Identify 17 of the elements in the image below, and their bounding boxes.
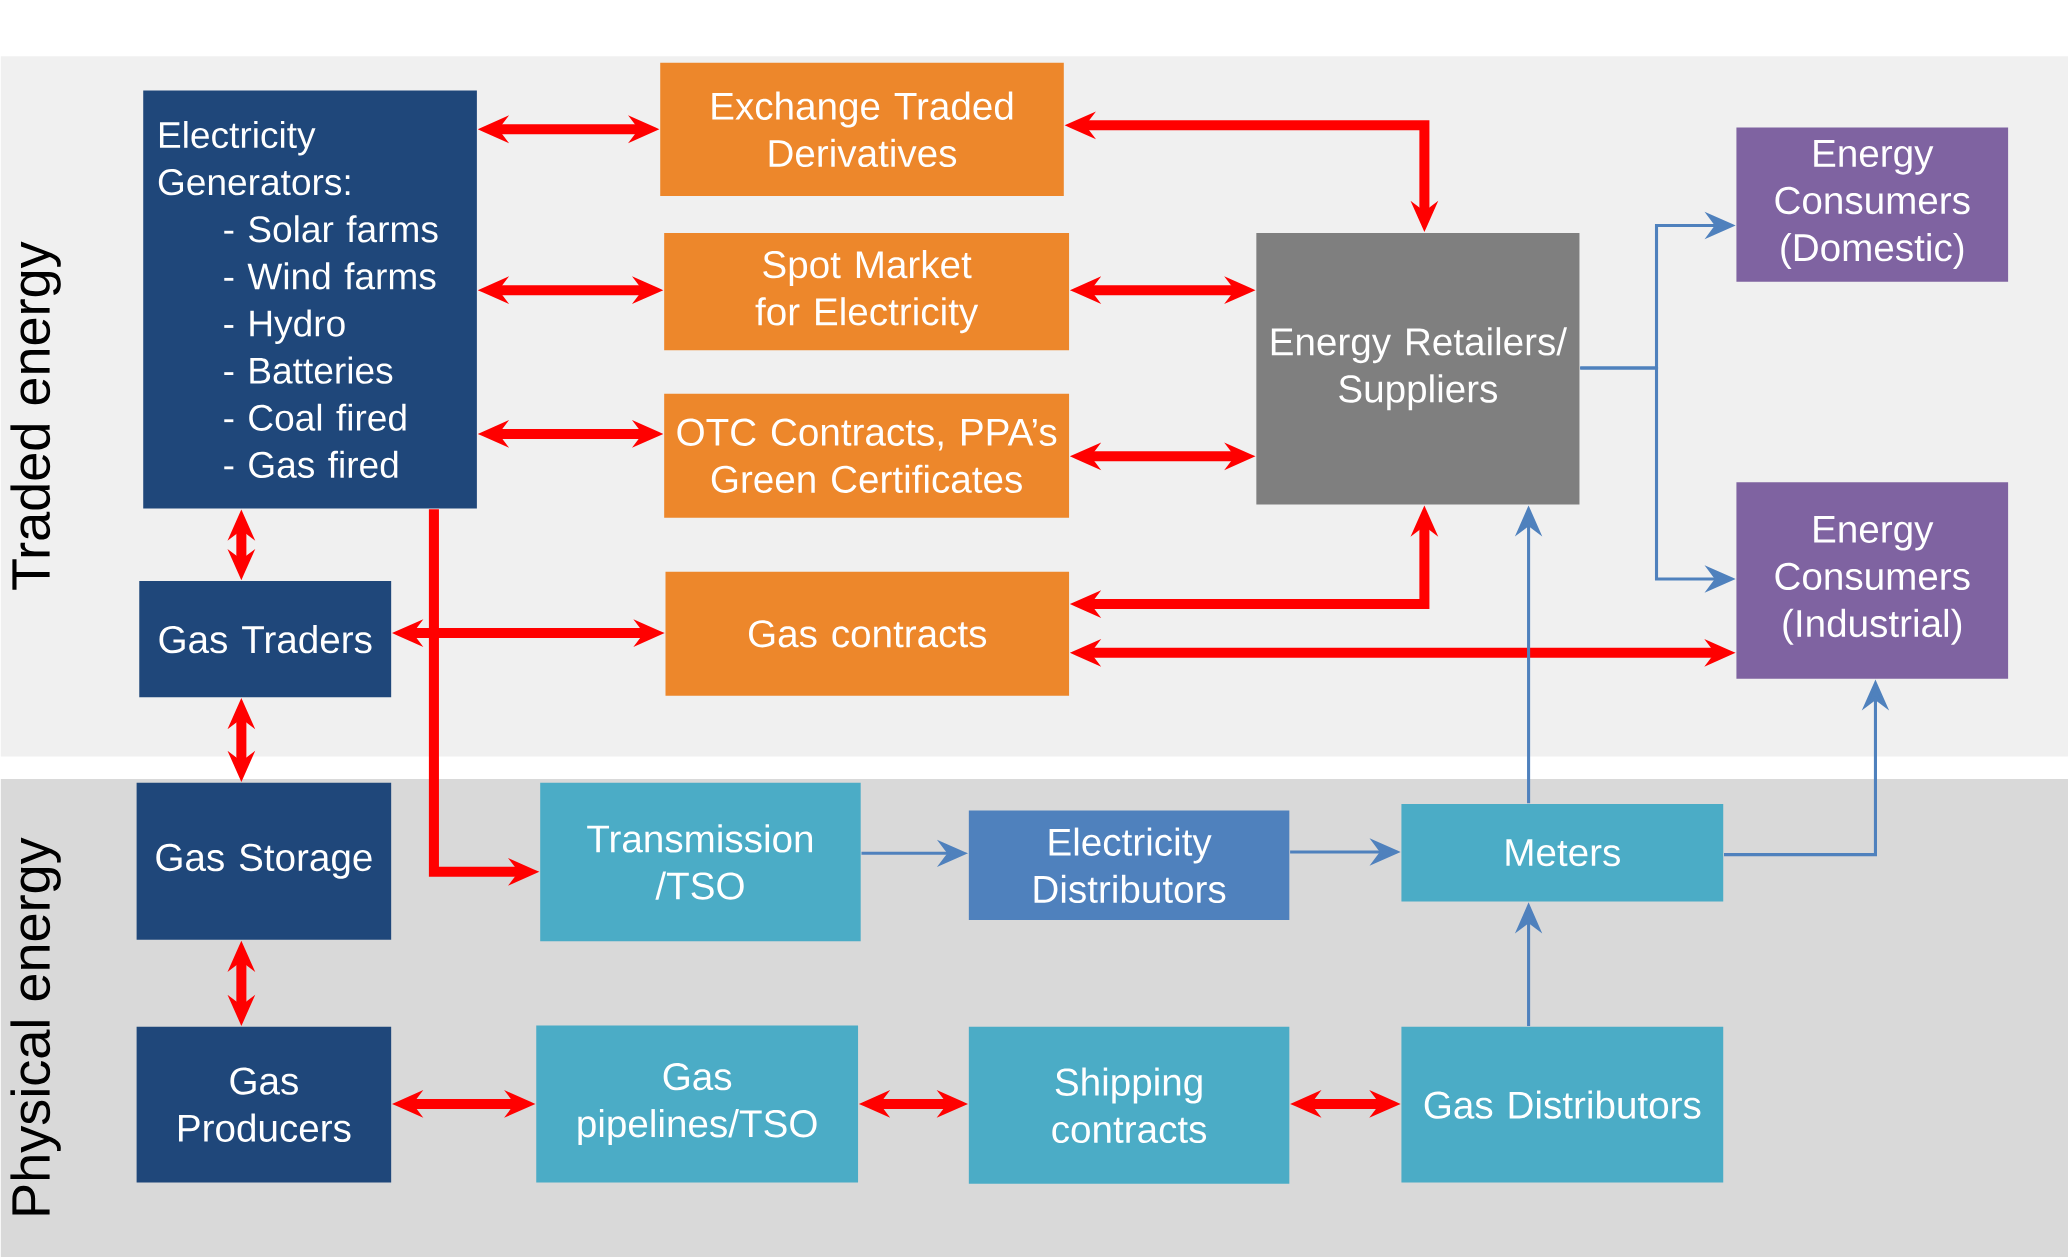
process-box: Energy Retailers/ Suppliers [1256, 232, 1580, 505]
process-box: Meters [1401, 804, 1724, 902]
process-box: Shipping contracts [968, 1026, 1290, 1184]
process-box: Electricity Generators: - Solar farms - Wind farms - Hydro - Batteries - Coal fired - Gas fired [143, 90, 477, 509]
process-box: Gas Producers [136, 1026, 392, 1183]
process-box: Gas Distributors [1401, 1026, 1724, 1183]
process-box: OTC Contracts, PPA’s Green Certificates [664, 393, 1070, 518]
process-box: Exchange Traded Derivatives [660, 62, 1064, 197]
process-box: Energy Consumers (Industrial) [1736, 482, 2009, 679]
process-box: Gas Traders [139, 581, 392, 698]
process-box: Gas Storage [136, 782, 392, 940]
process-box: Spot Market for Electricity [664, 232, 1070, 351]
process-box: Transmission /TSO [540, 782, 861, 942]
process-box: Gas pipelines/TSO [536, 1025, 859, 1183]
process-box: Electricity Distributors [968, 810, 1290, 921]
process-box: Energy Consumers (Domestic) [1736, 127, 2009, 282]
process-box: Gas contracts [665, 571, 1070, 696]
